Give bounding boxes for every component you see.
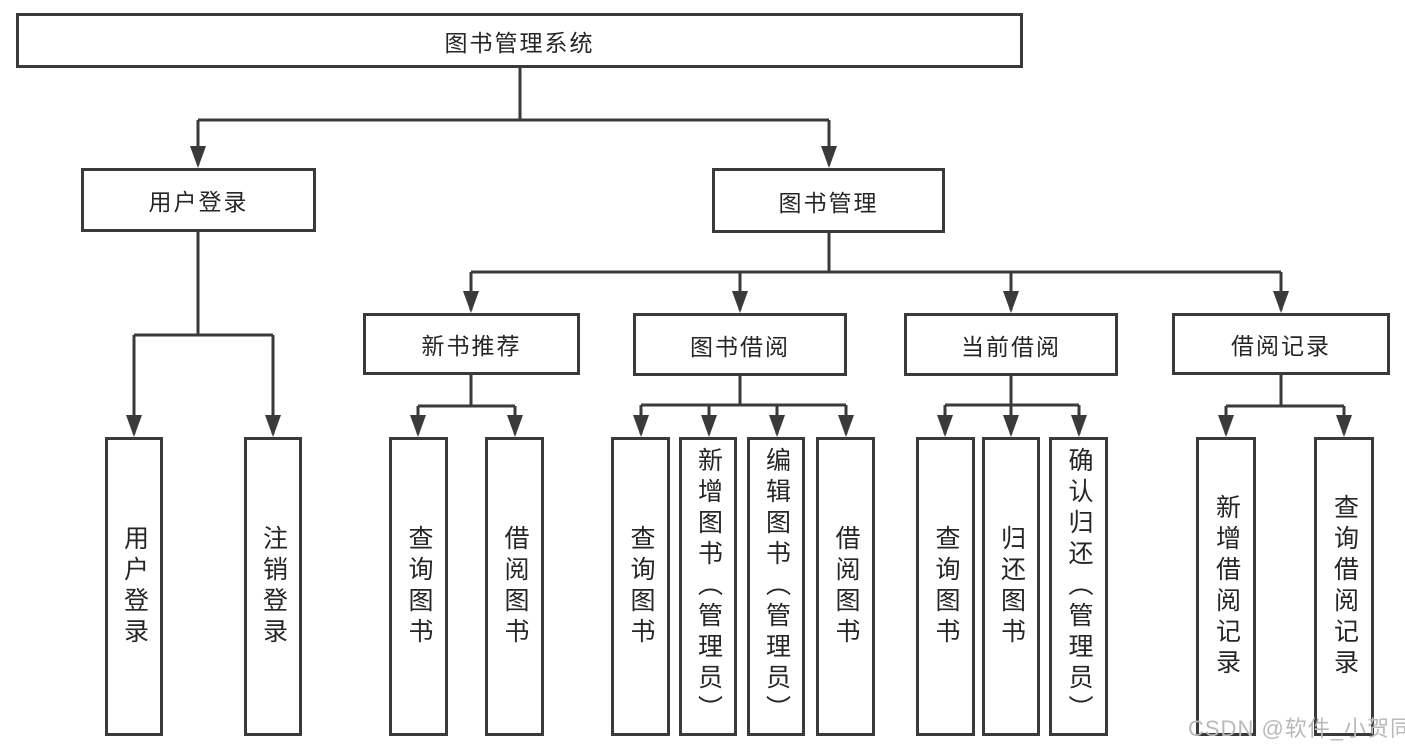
leaf-query-borrow-record: 查询借阅记录	[1314, 437, 1374, 736]
leaf-edit-book-admin: 编辑图书（管理员）	[747, 437, 805, 736]
node-library-management-system: 图书管理系统	[16, 13, 1023, 68]
leaf-query-books-recommend: 查询图书	[389, 437, 448, 736]
leaf-user-login: 用户登录	[105, 437, 163, 736]
leaf-confirm-return-admin: 确认归还（管理员）	[1049, 437, 1108, 736]
leaf-return-books: 归还图书	[982, 437, 1040, 736]
leaf-logout-login: 注销登录	[244, 437, 302, 736]
leaf-query-books-current: 查询图书	[916, 437, 975, 736]
node-borrowing-records: 借阅记录	[1172, 313, 1390, 375]
leaf-add-borrow-record: 新增借阅记录	[1196, 437, 1256, 736]
leaf-borrow-books: 借阅图书	[816, 437, 875, 736]
leaf-add-book-admin: 新增图书（管理员）	[679, 437, 737, 736]
node-user-login: 用户登录	[81, 168, 316, 232]
node-book-borrowing: 图书借阅	[633, 313, 847, 376]
csdn-watermark: CSDN @软件_小贺同学	[1188, 716, 1405, 741]
node-new-book-recommendation: 新书推荐	[363, 313, 580, 375]
node-current-borrowing: 当前借阅	[904, 313, 1118, 376]
leaf-query-books-borrowing: 查询图书	[611, 437, 670, 736]
leaf-borrow-books-recommend: 借阅图书	[485, 437, 544, 736]
node-book-management: 图书管理	[712, 168, 945, 233]
